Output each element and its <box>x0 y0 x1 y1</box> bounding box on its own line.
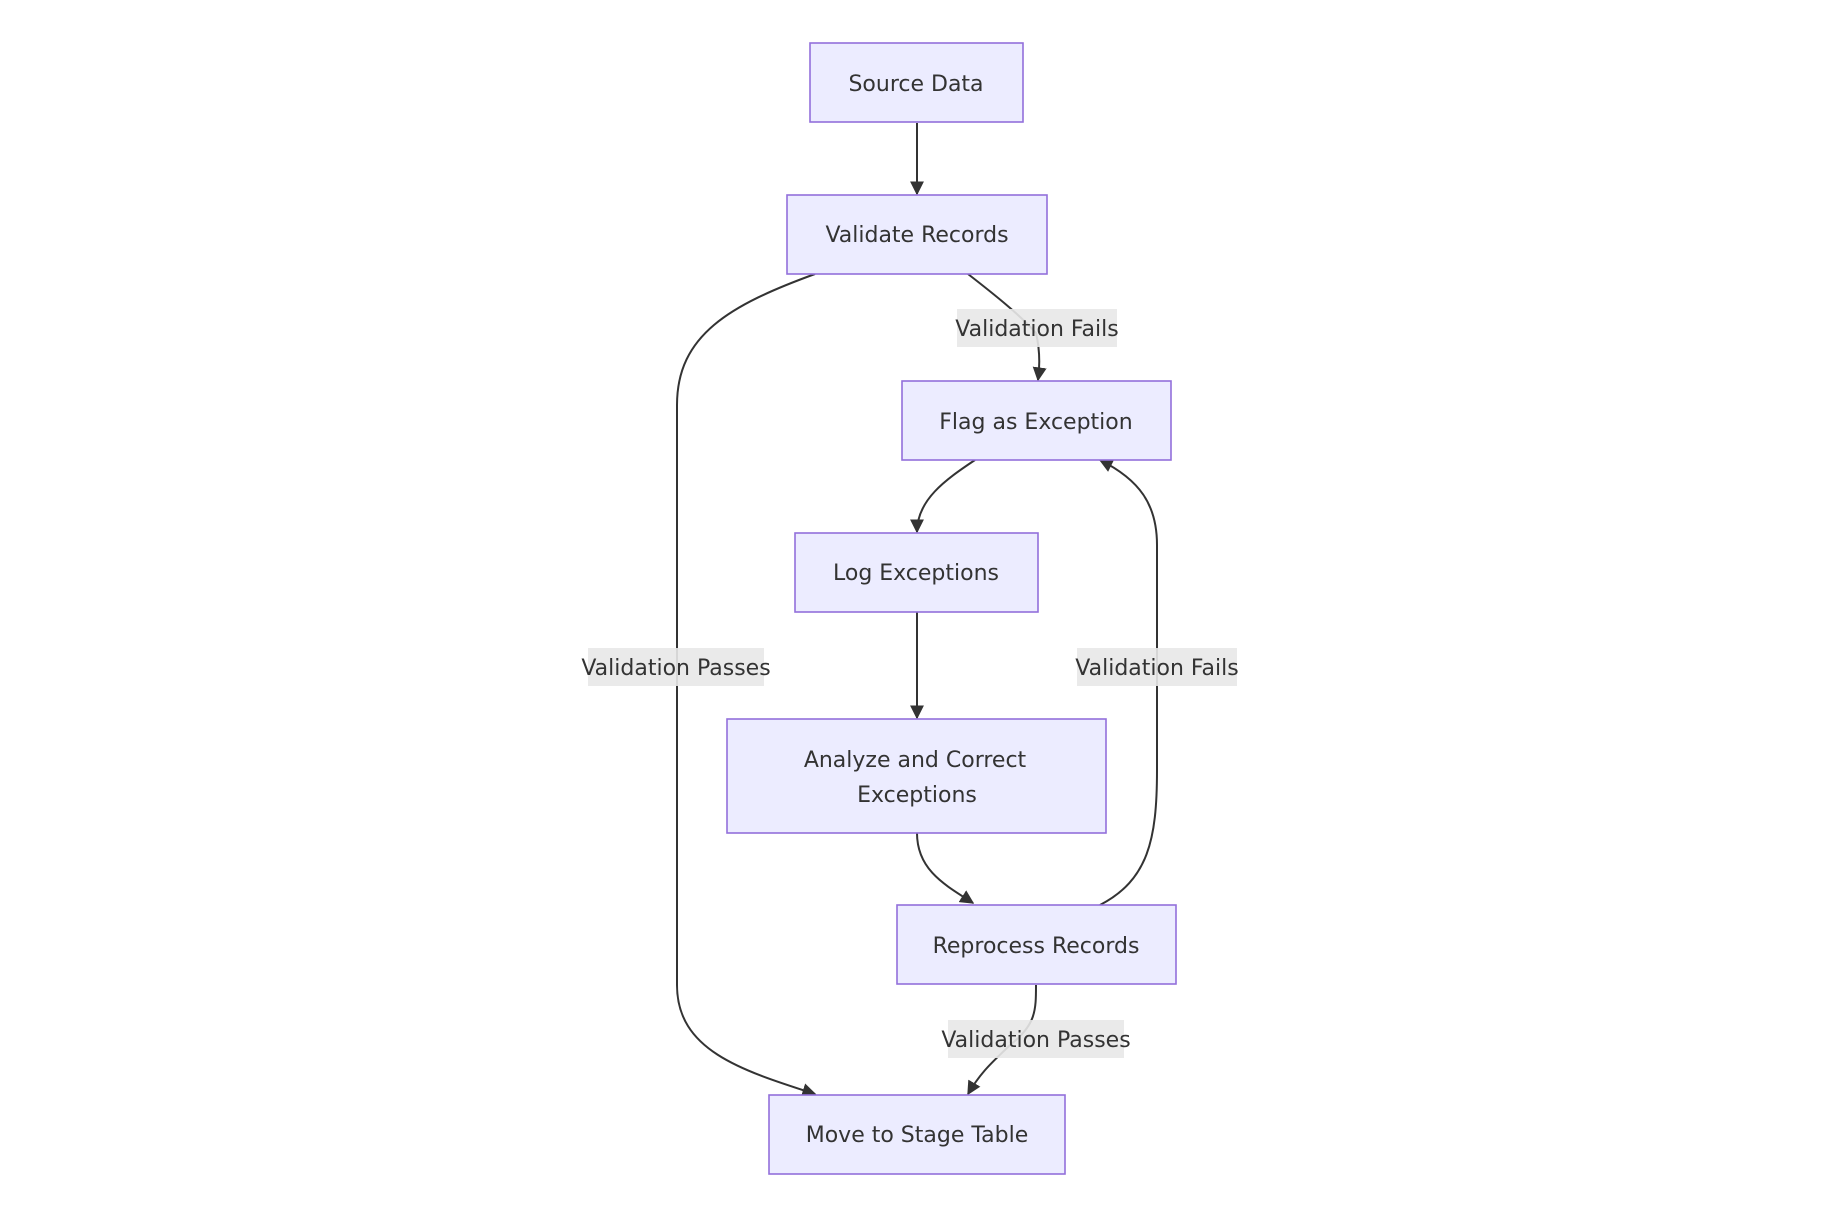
node-source-data: Source Data <box>809 42 1024 123</box>
node-analyze-and-correct-exceptions: Analyze and Correct Exceptions <box>726 718 1107 834</box>
svg-text:Exceptions: Exceptions <box>857 783 977 808</box>
node-reprocess-records: Reprocess Records <box>896 904 1177 985</box>
edge-analyze-to-reprocess <box>916 832 975 904</box>
svg-text:Validate Records: Validate Records <box>825 223 1008 248</box>
edge-label-validate-to-move: Validation Passes <box>581 648 771 686</box>
edge-label-reprocess-to-move: Validation Passes <box>941 1020 1131 1058</box>
svg-text:Move to Stage Table: Move to Stage Table <box>806 1123 1029 1148</box>
svg-text:Analyze and Correct: Analyze and Correct <box>804 748 1027 773</box>
svg-text:Validation Fails: Validation Fails <box>1075 656 1238 681</box>
svg-text:Log Exceptions: Log Exceptions <box>833 561 999 586</box>
edge-validate-to-move <box>676 273 817 1097</box>
edge-label-validate-to-flag: Validation Fails <box>955 309 1119 347</box>
node-validate-records: Validate Records <box>786 194 1048 275</box>
svg-text:Validation Passes: Validation Passes <box>941 1028 1130 1053</box>
node-flag-as-exception: Flag as Exception <box>901 380 1172 461</box>
edge-label-reprocess-to-flag: Validation Fails <box>1075 648 1239 686</box>
svg-text:Validation Fails: Validation Fails <box>955 317 1118 342</box>
edge-reprocess-to-flag <box>1098 459 1158 906</box>
edge-flag-to-log <box>910 459 976 534</box>
svg-text:Validation Passes: Validation Passes <box>581 656 770 681</box>
svg-text:Reprocess Records: Reprocess Records <box>933 934 1140 959</box>
svg-text:Source Data: Source Data <box>848 72 983 97</box>
node-log-exceptions: Log Exceptions <box>794 532 1039 613</box>
node-move-to-stage-table: Move to Stage Table <box>768 1094 1066 1175</box>
svg-text:Flag as Exception: Flag as Exception <box>939 410 1132 435</box>
